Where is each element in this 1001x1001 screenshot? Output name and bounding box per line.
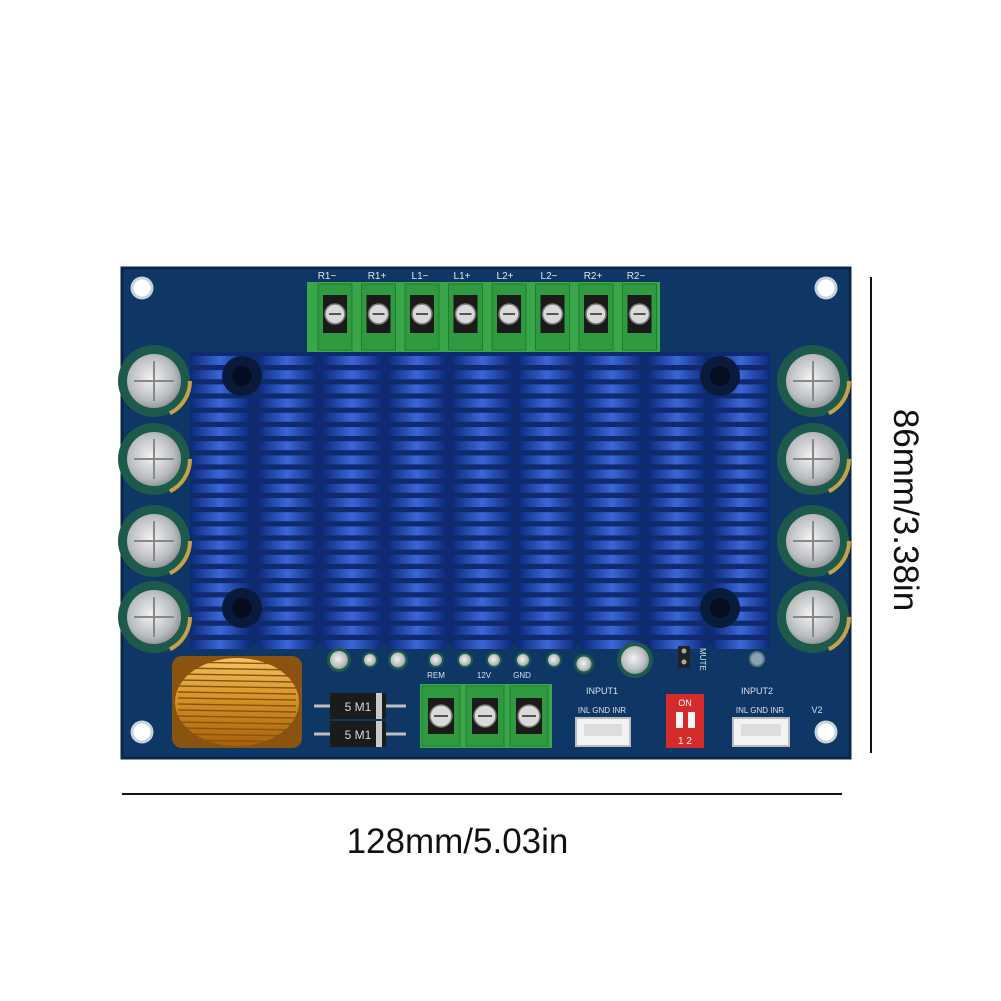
output-label: L2+ — [497, 271, 514, 282]
diode-marking: 5 M1 — [345, 728, 372, 742]
version-label: V2 — [811, 705, 822, 715]
output-label: L2− — [541, 271, 558, 282]
power-label-gnd: GND — [513, 671, 531, 680]
power-labels: REM 12V GND — [427, 671, 531, 680]
input2-connector: INPUT2 INL GND INR V2 — [732, 686, 823, 747]
input1-label: INPUT1 — [586, 686, 618, 696]
speaker-output-terminal — [307, 282, 660, 352]
height-dimension-label: 86mm/3.38in — [886, 408, 925, 612]
input1-connector: INPUT1 INL GND INR — [575, 686, 631, 747]
mounting-holes — [130, 276, 838, 744]
output-label: L1− — [412, 271, 429, 282]
output-label: L1+ — [454, 271, 471, 282]
switch-on-label: ON — [678, 698, 692, 708]
power-label-12v: 12V — [477, 671, 492, 680]
input1-pins: INL GND INR — [578, 706, 626, 715]
input2-label: INPUT2 — [741, 686, 773, 696]
speaker-output-labels: R1− R1+ L1− L1+ L2+ L2− R2+ R2− — [318, 271, 646, 282]
heatsink — [190, 352, 770, 649]
power-label-rem: REM — [427, 671, 445, 680]
mute-jumper: MUTE — [678, 646, 707, 671]
output-label: R1+ — [368, 271, 387, 282]
capacitors — [116, 343, 851, 655]
small-capacitors — [327, 642, 653, 678]
width-dimension-label: 128mm/5.03in — [346, 822, 569, 861]
dip-switch: ON 1 2 — [666, 694, 704, 748]
diode-marking: 5 M1 — [345, 700, 372, 714]
status-led — [749, 651, 765, 667]
output-label: R2− — [627, 271, 646, 282]
switch-numbers: 1 2 — [678, 736, 692, 747]
input2-pins: INL GND INR — [736, 706, 784, 715]
power-input-terminal — [420, 684, 552, 748]
mute-label: MUTE — [698, 648, 707, 671]
toroid-inductor — [172, 656, 302, 748]
diodes: 5 M1 5 M1 — [314, 693, 406, 747]
output-label: R1− — [318, 271, 337, 282]
output-label: R2+ — [584, 271, 603, 282]
